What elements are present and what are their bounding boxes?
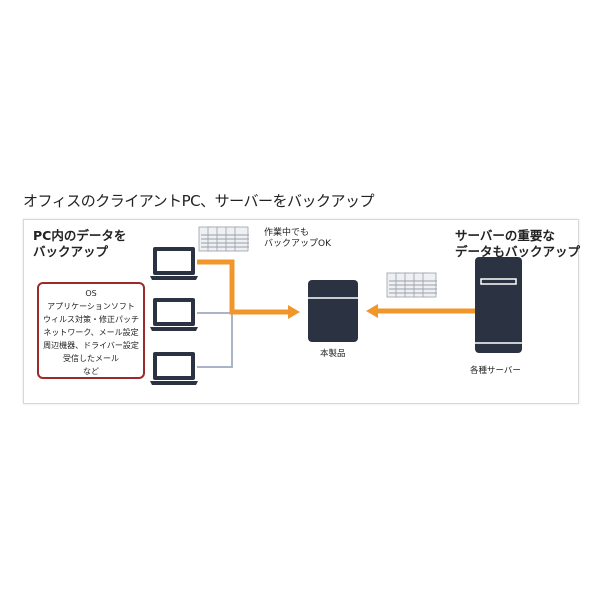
backup-item: 周辺機器、ドライバー設定 [43, 341, 139, 350]
product-label: 本製品 [320, 349, 346, 359]
backup-item: ウィルス対策・修正パッチ [43, 315, 139, 324]
pc-backup-heading: PC内のデータを バックアップ [33, 228, 126, 260]
backup-item: ネットワーク、メール設定 [43, 328, 139, 337]
backup-arrow-pc [197, 259, 290, 315]
laptop-icon [150, 247, 198, 280]
arrow-head-icon [288, 305, 300, 319]
backup-item: OS [85, 289, 97, 298]
server-label: 各種サーバー [470, 366, 521, 376]
laptop-icon [150, 352, 198, 385]
diagram-title: オフィスのクライアントPC、サーバーをバックアップ [23, 192, 374, 210]
work-note: 作業中でも バックアップOK [264, 228, 331, 250]
backup-item: など [83, 367, 99, 376]
heading-line: PC内のデータを [33, 228, 127, 243]
note-line: 作業中でも [264, 228, 310, 238]
note-line: バックアップOK [264, 239, 331, 249]
arrow-head-icon [366, 304, 378, 318]
heading-line: バックアップ [33, 244, 109, 259]
backup-items-box: OS アプリケーションソフト ウィルス対策・修正パッチ ネットワーク、メール設定… [37, 282, 145, 379]
documents-icon [386, 272, 437, 298]
heading-line: サーバーの重要な [455, 228, 555, 243]
server-icon [475, 257, 522, 353]
diagram-frame [23, 219, 579, 404]
backup-item: アプリケーションソフト [47, 302, 135, 311]
heading-line: データもバックアップ [455, 244, 581, 259]
product-device-icon [308, 280, 358, 342]
connector-line-pc3 [197, 313, 233, 368]
documents-icon [198, 226, 249, 252]
backup-item: 受信したメール [63, 354, 119, 363]
server-backup-heading: サーバーの重要な データもバックアップ [455, 228, 580, 260]
laptop-icon [150, 298, 198, 331]
